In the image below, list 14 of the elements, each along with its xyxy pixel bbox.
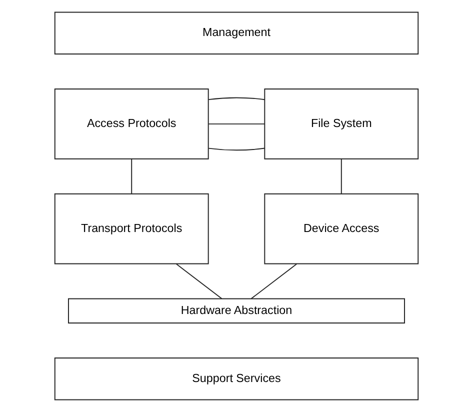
node-box: Transport Protocols bbox=[54, 193, 208, 264]
connector bbox=[340, 158, 342, 194]
node-box: Access Protocols bbox=[54, 88, 208, 160]
connector bbox=[175, 264, 222, 300]
node-box: Hardware Abstraction bbox=[68, 298, 404, 324]
connector bbox=[208, 97, 265, 100]
node-box: Device Access bbox=[264, 193, 418, 264]
connector bbox=[208, 123, 265, 124]
node-box: Support Services bbox=[54, 358, 418, 400]
connector bbox=[250, 264, 297, 300]
node-box: Management bbox=[54, 12, 418, 54]
connector bbox=[208, 148, 265, 151]
connector bbox=[130, 158, 132, 194]
node-box: File System bbox=[264, 88, 418, 160]
